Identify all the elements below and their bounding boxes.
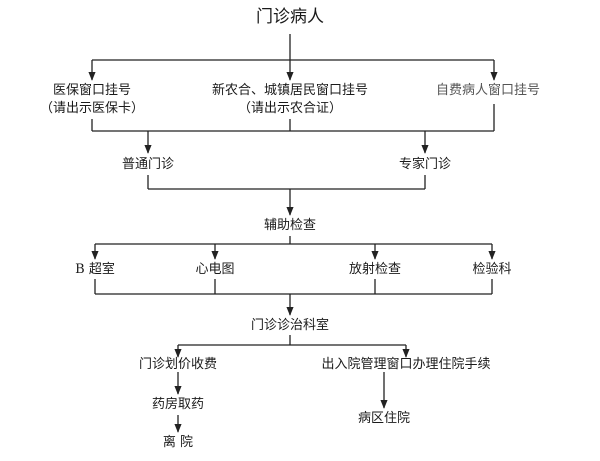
node-radiology: 放射检查 (348, 262, 402, 277)
node-general-clinic: 普通门诊 (121, 157, 175, 172)
node-b-ultrasound: B 超室 (75, 262, 115, 277)
node-medical-insurance-label: 医保窗口挂号 (52, 83, 132, 98)
node-ward: 病区住院 (357, 411, 411, 426)
node-self-pay: 自费病人窗口挂号 (435, 83, 541, 98)
node-medical-insurance-note: （请出示医保卡） (39, 101, 145, 116)
node-expert-clinic: 专家门诊 (398, 157, 452, 172)
node-rural-urban-label: 新农合、城镇居民窗口挂号 (211, 83, 369, 98)
node-ecg: 心电图 (195, 262, 235, 277)
node-medical-insurance: 医保窗口挂号 （请出示医保卡） (40, 82, 144, 118)
node-discharge: 离 院 (162, 435, 194, 450)
node-treatment-room: 门诊诊治科室 (250, 318, 330, 333)
node-outpatient: 门诊病人 (256, 7, 324, 27)
node-aux-exam: 辅助检查 (263, 218, 317, 233)
node-rural-urban: 新农合、城镇居民窗口挂号 （请出示农合证） (212, 82, 368, 118)
node-rural-urban-note: （请出示农合证） (237, 101, 343, 116)
node-billing: 门诊划价收费 (138, 357, 218, 372)
node-pharmacy: 药房取药 (151, 397, 205, 412)
node-laboratory: 检验科 (472, 262, 512, 277)
node-admission: 出入院管理窗口办理住院手续 (321, 357, 491, 372)
